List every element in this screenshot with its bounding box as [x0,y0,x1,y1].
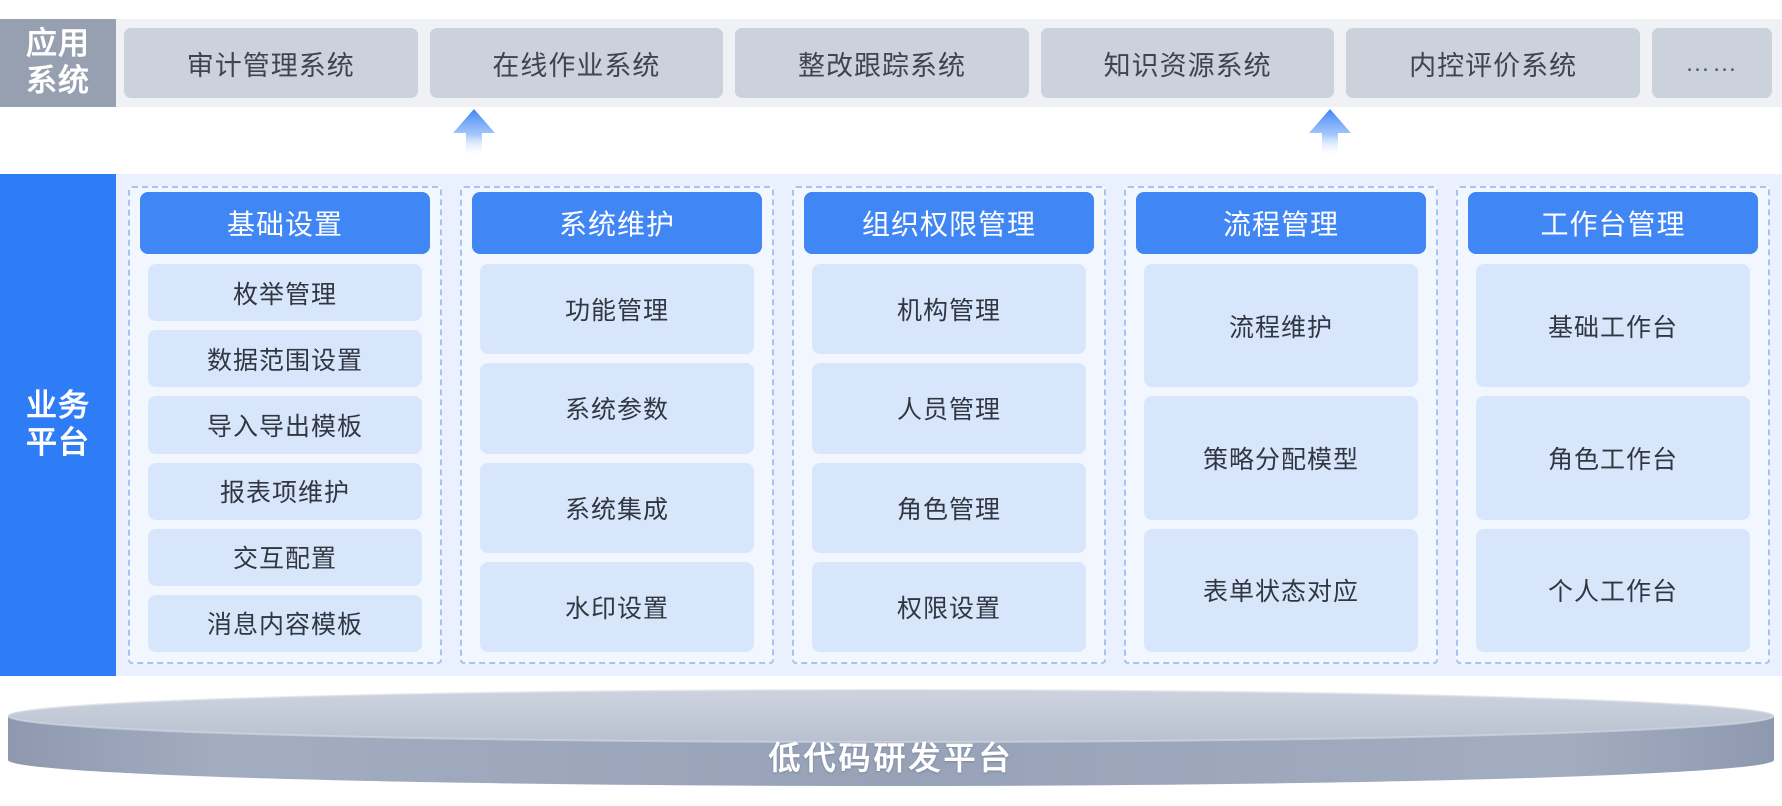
module-item-personnel-management[interactable]: 人员管理 [812,363,1086,454]
module-item-process-maintenance[interactable]: 流程维护 [1144,264,1418,388]
app-card-more-ellipsis[interactable]: …… [1651,28,1772,98]
module-system-maintenance: 系统维护 功能管理 系统参数 系统集成 水印设置 [460,186,774,664]
module-item-interaction-config[interactable]: 交互配置 [148,528,422,586]
business-layer-label-line-1: 业务 [26,388,90,424]
arrow-up-icon-right [1308,108,1352,156]
module-basic-settings: 基础设置 枚举管理 数据范围设置 导入导出模板 报表项维护 交互配置 消息内容模… [128,186,442,664]
module-workbench-management: 工作台管理 基础工作台 角色工作台 个人工作台 [1456,186,1770,664]
business-layer-label-line-2: 平台 [26,425,90,460]
module-item-form-status-mapping[interactable]: 表单状态对应 [1144,528,1418,652]
module-item-watermark-settings[interactable]: 水印设置 [480,561,754,652]
module-process-management-title[interactable]: 流程管理 [1136,192,1426,254]
module-process-management: 流程管理 流程维护 策略分配模型 表单状态对应 [1124,186,1438,664]
app-card-knowledge-resource[interactable]: 知识资源系统 [1040,28,1335,98]
module-org-permission-management-title[interactable]: 组织权限管理 [804,192,1094,254]
business-platform-layer: 业务 平台 基础设置 枚举管理 数据范围设置 导入导出模板 报表项维护 交互配置… [0,174,1782,676]
module-basic-settings-title[interactable]: 基础设置 [140,192,430,254]
module-workbench-management-items: 基础工作台 角色工作台 个人工作台 [1476,254,1750,652]
low-code-platform-base-shape [8,688,1774,798]
module-item-function-management[interactable]: 功能管理 [480,264,754,355]
module-item-role-workbench[interactable]: 角色工作台 [1476,396,1750,520]
module-item-organization-management[interactable]: 机构管理 [812,264,1086,355]
module-workbench-management-title[interactable]: 工作台管理 [1468,192,1758,254]
module-item-permission-settings[interactable]: 权限设置 [812,561,1086,652]
module-org-permission-management: 组织权限管理 机构管理 人员管理 角色管理 权限设置 [792,186,1106,664]
business-modules-container: 基础设置 枚举管理 数据范围设置 导入导出模板 报表项维护 交互配置 消息内容模… [116,174,1782,676]
application-system-cards: 审计管理系统 在线作业系统 整改跟踪系统 知识资源系统 内控评价系统 …… [116,19,1782,107]
module-item-basic-workbench[interactable]: 基础工作台 [1476,264,1750,388]
arrow-up-icon-left [452,108,496,156]
module-item-system-parameters[interactable]: 系统参数 [480,363,754,454]
app-card-audit-management[interactable]: 审计管理系统 [124,28,418,98]
application-layer-label: 应用 系统 [0,19,116,107]
app-card-online-operation[interactable]: 在线作业系统 [429,28,724,98]
application-layer-label-line-1: 应用 [26,26,90,62]
application-layer-label-line-2: 系统 [26,63,90,98]
module-item-policy-allocation-model[interactable]: 策略分配模型 [1144,396,1418,520]
module-item-enum-management[interactable]: 枚举管理 [148,264,422,322]
module-item-message-content-template[interactable]: 消息内容模板 [148,594,422,653]
business-layer-label: 业务 平台 [0,174,116,676]
application-system-layer: 应用 系统 审计管理系统 在线作业系统 整改跟踪系统 知识资源系统 内控评价系统… [0,19,1782,107]
app-card-rectification-tracking[interactable]: 整改跟踪系统 [735,28,1029,98]
app-card-internal-control-evaluation[interactable]: 内控评价系统 [1346,28,1640,98]
module-item-import-export-template[interactable]: 导入导出模板 [148,396,422,454]
module-system-maintenance-items: 功能管理 系统参数 系统集成 水印设置 [480,254,754,652]
module-basic-settings-items: 枚举管理 数据范围设置 导入导出模板 报表项维护 交互配置 消息内容模板 [148,254,422,653]
module-item-role-management[interactable]: 角色管理 [812,462,1086,553]
module-item-personal-workbench[interactable]: 个人工作台 [1476,528,1750,652]
module-org-permission-management-items: 机构管理 人员管理 角色管理 权限设置 [812,254,1086,652]
module-item-report-item-maintenance[interactable]: 报表项维护 [148,462,422,520]
module-item-system-integration[interactable]: 系统集成 [480,462,754,553]
module-process-management-items: 流程维护 策略分配模型 表单状态对应 [1144,254,1418,652]
module-item-data-scope-settings[interactable]: 数据范围设置 [148,330,422,388]
module-system-maintenance-title[interactable]: 系统维护 [472,192,762,254]
